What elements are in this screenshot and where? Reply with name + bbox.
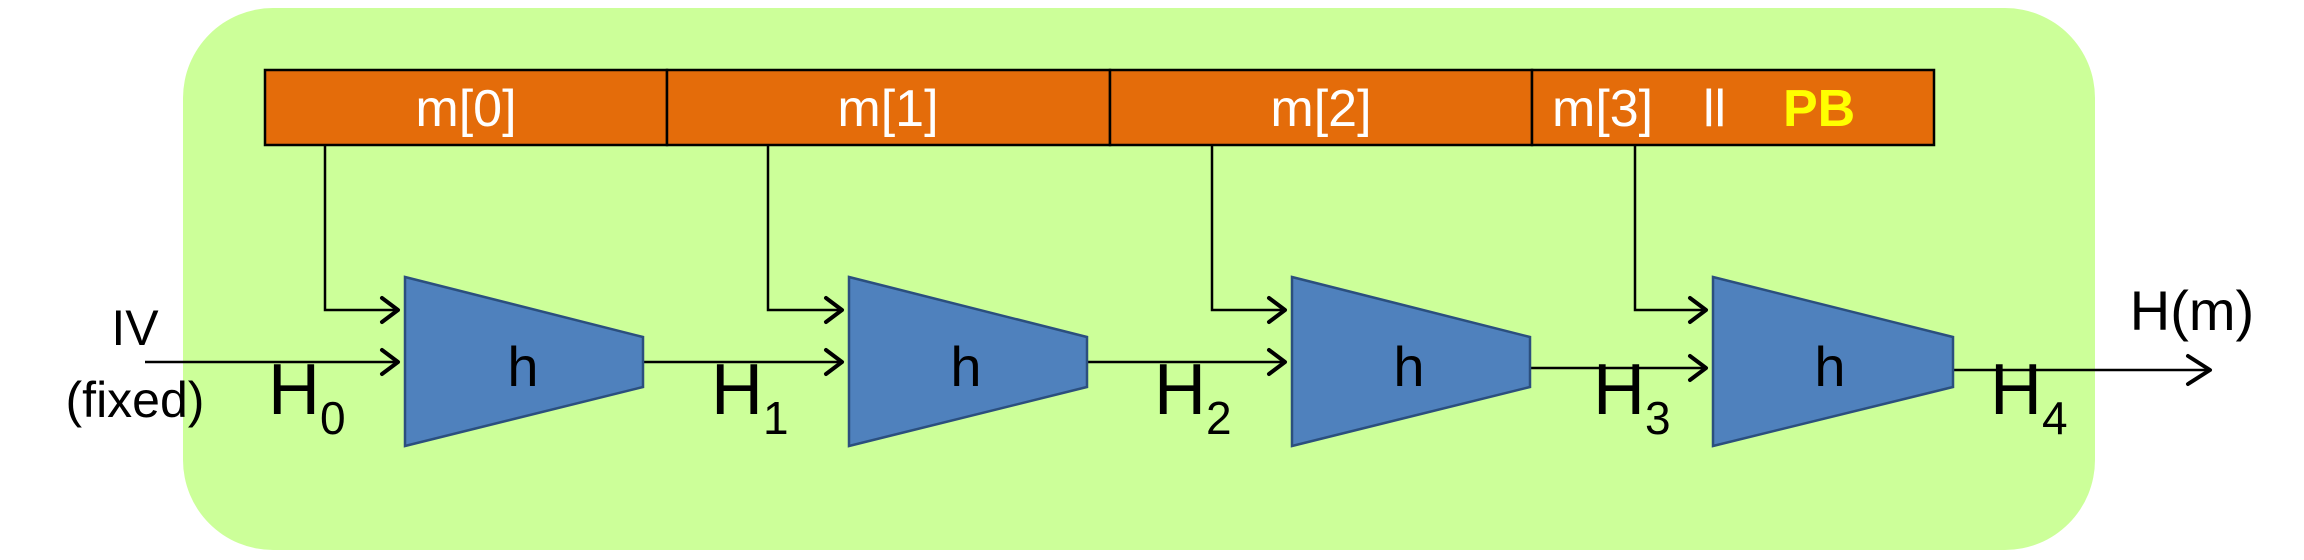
message-block-label: m[1]: [837, 80, 938, 138]
chain-value-h1: H1: [711, 350, 789, 444]
compression-functions: h h h h: [403, 275, 1955, 448]
padding-block-label: PB: [1783, 80, 1855, 138]
message-bar: m[0] m[1] m[2] m[3] ll PB: [263, 68, 1936, 147]
message-block-3: [1530, 68, 1936, 147]
iv-fixed-label: (fixed): [66, 372, 205, 428]
compression-label: h: [507, 335, 538, 398]
message-feed-lines: [323, 145, 1708, 324]
compression-function-2: [847, 275, 1089, 448]
chain-value-h3: H3: [1593, 350, 1671, 444]
message-block-label: m[0]: [415, 80, 516, 138]
compression-label: h: [950, 335, 981, 398]
compression-function-1: [403, 275, 645, 448]
iv-label: IV: [111, 300, 159, 356]
concat-symbol: ll: [1703, 80, 1726, 138]
message-block-label: m[3]: [1552, 80, 1653, 138]
compression-label: h: [1393, 335, 1424, 398]
message-block-label: m[2]: [1270, 80, 1371, 138]
chain-value-h2: H2: [1154, 350, 1232, 444]
compression-label: h: [1814, 335, 1845, 398]
compression-function-3: [1290, 275, 1532, 448]
chain-value-labels: H0 H1 H2 H3 H4: [268, 350, 2068, 444]
output-label: H(m): [2130, 279, 2254, 342]
message-block-1: [665, 68, 1112, 147]
chain-value-h0: H0: [268, 350, 346, 444]
compression-function-4: [1711, 275, 1955, 448]
chain-value-h4: H4: [1990, 350, 2068, 444]
chain-lines: [145, 348, 2212, 386]
